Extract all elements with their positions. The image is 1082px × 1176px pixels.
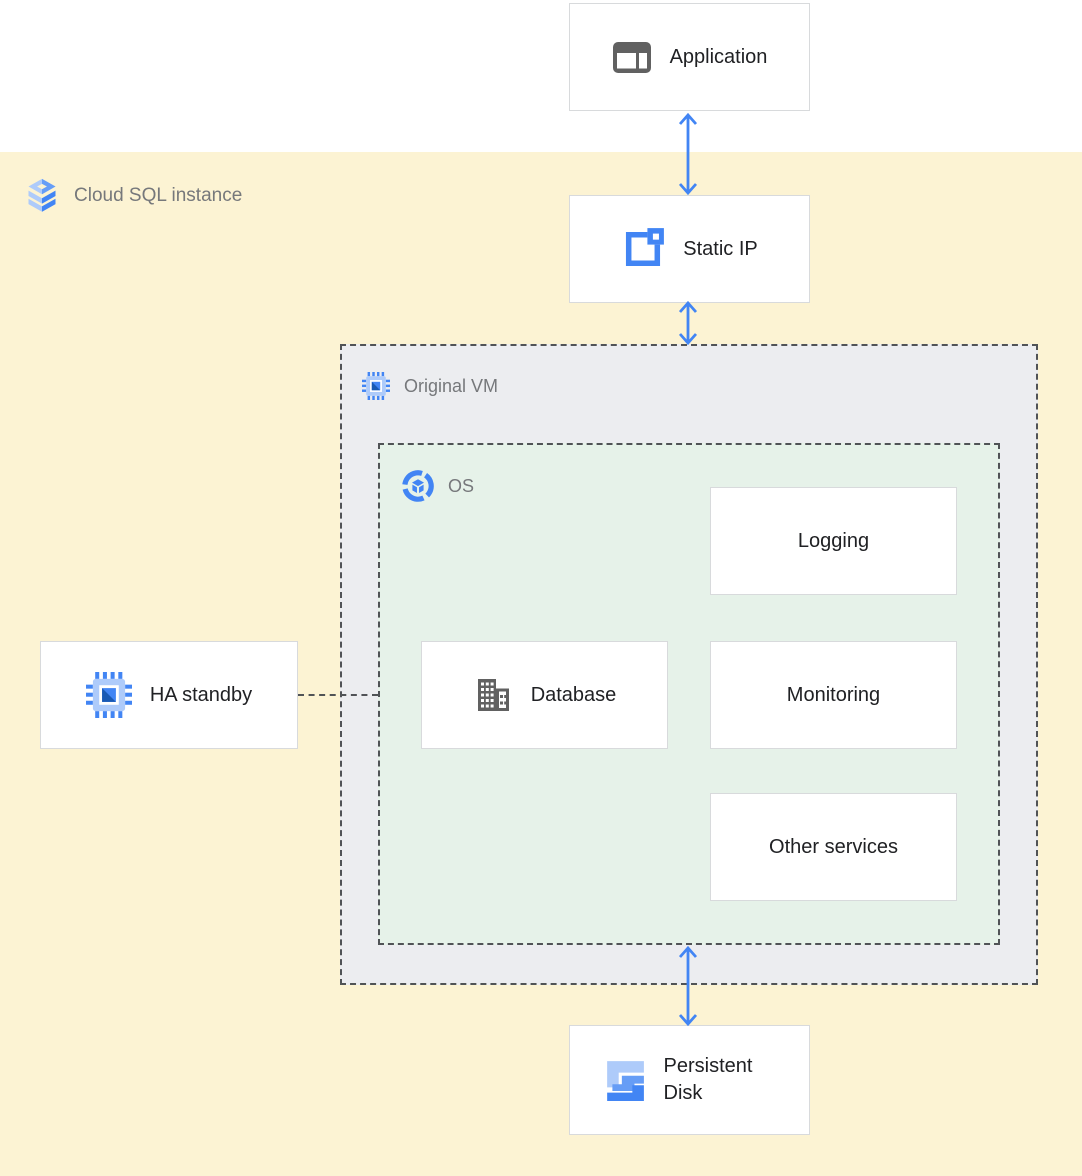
node-logging: Logging bbox=[710, 487, 957, 595]
cloud-sql-icon bbox=[24, 176, 60, 216]
node-persistent-disk: Persistent Disk bbox=[569, 1025, 810, 1135]
original-vm-region-label: Original VM bbox=[362, 371, 498, 401]
node-label: Database bbox=[530, 683, 617, 706]
node-label: Monitoring bbox=[786, 683, 881, 706]
dashed-link-ha-standby bbox=[298, 694, 378, 696]
node-label: Logging bbox=[797, 529, 870, 552]
compute-engine-icon bbox=[85, 672, 132, 718]
node-application: Application bbox=[569, 3, 810, 111]
persistent-disk-icon bbox=[604, 1059, 646, 1101]
node-label: Static IP bbox=[683, 237, 758, 260]
region-label-text: Original VM bbox=[404, 375, 499, 396]
compute-engine-icon bbox=[362, 372, 390, 400]
os-region-label: OS bbox=[402, 470, 474, 502]
application-icon bbox=[612, 41, 652, 74]
arrow-os-persistent-disk bbox=[678, 945, 698, 1027]
arrow-static-ip-original-vm bbox=[678, 301, 698, 345]
node-ha-standby: HA standby bbox=[40, 641, 298, 749]
node-monitoring: Monitoring bbox=[710, 641, 957, 749]
cloud-sql-region-label: Cloud SQL instance bbox=[24, 176, 242, 216]
arrow-application-static-ip bbox=[678, 112, 698, 196]
node-database: Database bbox=[421, 641, 668, 749]
static-ip-icon bbox=[621, 227, 665, 271]
node-other-services: Other services bbox=[710, 793, 957, 901]
node-label: HA standby bbox=[149, 683, 253, 706]
region-label-text: Cloud SQL instance bbox=[74, 185, 243, 206]
node-label: Application bbox=[669, 45, 768, 68]
database-icon bbox=[473, 675, 513, 715]
node-static-ip: Static IP bbox=[569, 195, 810, 303]
os-icon bbox=[402, 470, 434, 502]
node-label: Other services bbox=[769, 835, 898, 858]
node-label: Persistent Disk bbox=[663, 1055, 753, 1104]
region-label-text: OS bbox=[448, 475, 475, 496]
